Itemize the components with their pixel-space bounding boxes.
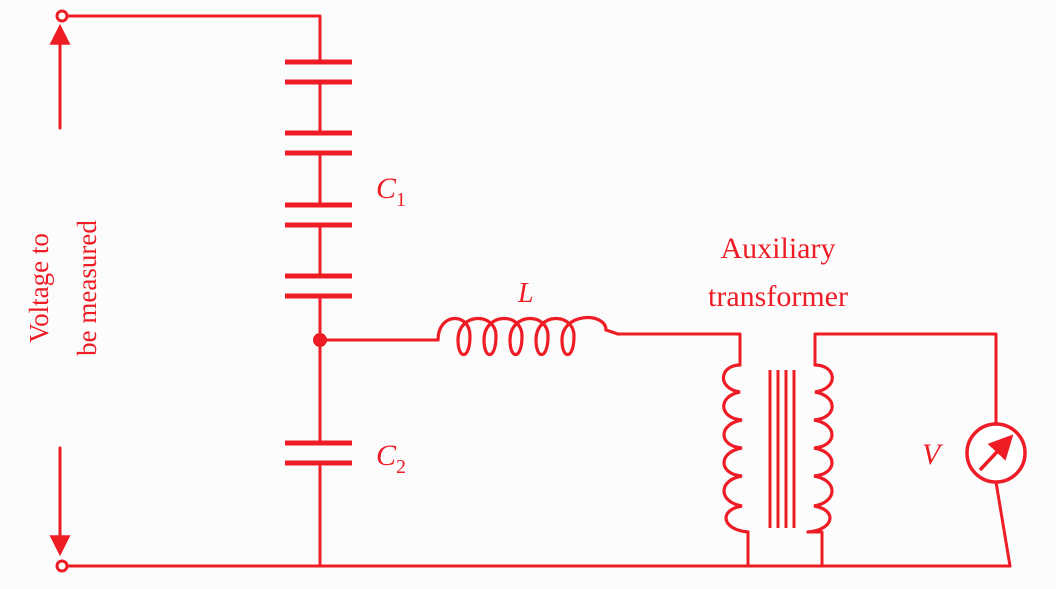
voltmeter-return-wire	[994, 480, 1012, 568]
inductor-icon	[436, 316, 620, 357]
c1-label: C1	[376, 172, 406, 211]
secondary-bottom-stub	[806, 530, 824, 568]
transformer-label-line2: transformer	[708, 280, 848, 313]
transformer-label-line1: Auxiliary	[721, 232, 836, 265]
measured-label: Voltage to be measured	[24, 220, 102, 356]
capacitor-c1-icon	[285, 59, 352, 299]
voltmeter-label: V	[922, 438, 944, 471]
secondary-top-wire	[813, 332, 998, 426]
measured-label-line1: Voltage to	[24, 233, 54, 343]
voltmeter-icon	[965, 422, 1027, 484]
transformer-icon	[721, 363, 834, 534]
measured-label-line2: be measured	[72, 220, 102, 356]
inductor-label: L	[517, 278, 534, 309]
top-wire	[65, 14, 322, 64]
inductor-to-primary-wire	[616, 332, 742, 367]
c2-label: C2	[376, 439, 406, 478]
capacitor-c2-icon	[285, 440, 352, 466]
